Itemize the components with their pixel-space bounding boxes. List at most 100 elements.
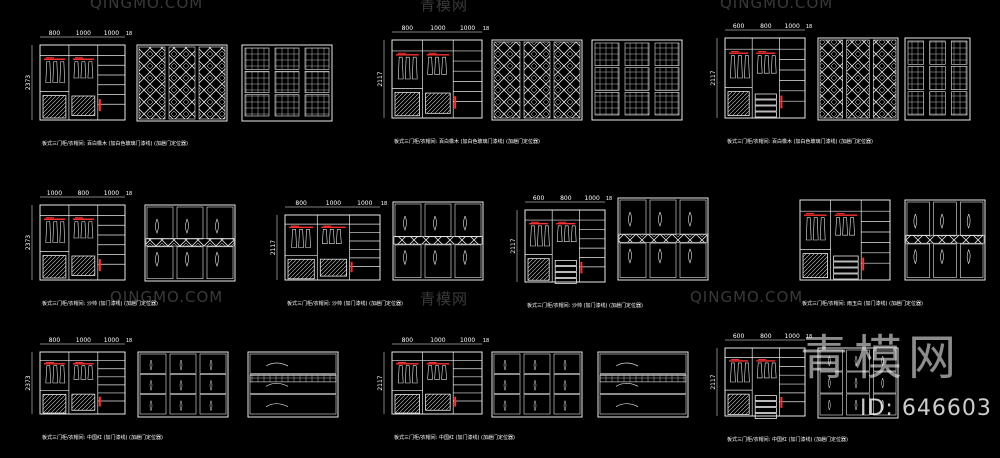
cabinet-frame xyxy=(391,39,483,119)
flower-motif xyxy=(503,359,507,371)
door-panel xyxy=(139,394,167,415)
dimension-label: 1000 xyxy=(785,333,800,340)
door-panel xyxy=(553,353,581,374)
flower-motif xyxy=(155,251,159,267)
door-panel-grid xyxy=(624,92,650,116)
flower-motif xyxy=(533,400,537,412)
cabinet-frame xyxy=(39,204,126,281)
flower-motif xyxy=(828,399,831,411)
height-label: 2373 xyxy=(25,75,32,90)
flower-motif xyxy=(179,359,183,371)
door-panel xyxy=(649,242,677,278)
flower-motif xyxy=(403,250,407,266)
garment-icon xyxy=(770,362,777,379)
garment-icon xyxy=(305,229,311,248)
height-label: 2117 xyxy=(710,374,717,389)
door-panel xyxy=(523,374,551,394)
drawer xyxy=(754,105,777,112)
door-panel-grid xyxy=(244,94,270,117)
door-panel xyxy=(523,394,551,415)
door-panel xyxy=(553,394,581,415)
garment-icon xyxy=(404,365,411,384)
watermark-logo: 青模网 xyxy=(800,330,963,386)
door-panel xyxy=(139,374,167,394)
dimension-label: 18 xyxy=(483,26,489,32)
door-panel-grid xyxy=(654,42,680,66)
garment-icon xyxy=(321,229,328,244)
garment-icon xyxy=(434,56,440,75)
door-panel-grid xyxy=(304,71,330,93)
door-panel xyxy=(873,349,897,372)
garment-icon xyxy=(805,217,812,241)
garment-icon xyxy=(744,362,750,383)
decor-band xyxy=(249,375,337,383)
dimension-label: 18 xyxy=(126,31,132,37)
door-panel xyxy=(139,353,167,374)
door-panel xyxy=(846,371,870,394)
door-panel xyxy=(424,244,452,278)
dimension-label: 800 xyxy=(402,337,414,344)
door-panel-grid xyxy=(654,92,680,116)
leaf-motif xyxy=(265,382,289,387)
door-panel xyxy=(493,353,521,374)
door-panel-grid xyxy=(274,71,300,93)
drawer xyxy=(754,111,777,118)
garment-icon xyxy=(737,362,743,383)
flower-motif xyxy=(940,213,944,229)
door-panel-grid xyxy=(929,40,946,65)
garment-icon xyxy=(441,56,447,75)
door-panel-grid xyxy=(304,47,330,70)
garment-icon xyxy=(87,61,94,79)
height-label: 2117 xyxy=(377,375,384,390)
drawer xyxy=(554,277,577,284)
flower-motif xyxy=(149,400,153,412)
flower-motif xyxy=(215,218,219,234)
flower-motif xyxy=(209,400,213,412)
door-panel xyxy=(169,394,197,415)
drawing-caption: 板式三门柜/衣帽间: 百白橡木 (加白色玻璃门漆线) (加趟门定位器) xyxy=(394,138,540,145)
flower-motif xyxy=(658,211,662,227)
door-panel-grid xyxy=(594,67,620,91)
garment-icon xyxy=(52,365,59,384)
sliding-door-frame xyxy=(137,351,229,418)
door-panel-grid xyxy=(951,40,968,65)
flower-motif xyxy=(155,218,159,234)
sliding-door-frame xyxy=(817,347,899,419)
dimension-label: 600 xyxy=(533,195,545,202)
door-panel-lattice xyxy=(873,39,897,119)
door-panel xyxy=(199,374,227,394)
garment-icon xyxy=(737,55,743,79)
shoe-rack xyxy=(394,394,421,414)
door-panel-lattice xyxy=(819,39,843,119)
dimension-label: 1000 xyxy=(47,190,62,197)
flower-motif xyxy=(828,355,831,367)
door-panel-grid xyxy=(929,91,946,116)
garment-icon xyxy=(80,61,87,79)
flower-motif xyxy=(149,359,153,371)
door-panel-grid xyxy=(951,91,968,116)
garment-icon xyxy=(59,365,66,384)
door-panel-lattice xyxy=(168,46,196,120)
dimension-label: 800 xyxy=(49,337,61,344)
garment-icon xyxy=(835,217,841,236)
door-panel xyxy=(169,374,197,394)
height-label: 2117 xyxy=(270,240,277,255)
pants-rack xyxy=(425,393,451,411)
dimension-label: 1000 xyxy=(357,200,372,207)
garment-icon xyxy=(530,225,536,247)
sliding-door-frame xyxy=(597,351,689,418)
garment-icon xyxy=(411,56,418,80)
cabinet-frame xyxy=(391,351,483,415)
door-panel xyxy=(933,243,957,278)
flower-motif xyxy=(881,399,884,411)
flower-motif xyxy=(881,377,884,389)
dimension-label: 18 xyxy=(381,201,387,207)
door-panel xyxy=(960,243,984,278)
garment-icon xyxy=(404,56,411,80)
drawer xyxy=(554,259,577,266)
garment-icon xyxy=(812,217,819,241)
door-panel xyxy=(146,246,174,280)
garment-icon xyxy=(570,225,577,242)
dimension-label: 800 xyxy=(295,200,307,207)
